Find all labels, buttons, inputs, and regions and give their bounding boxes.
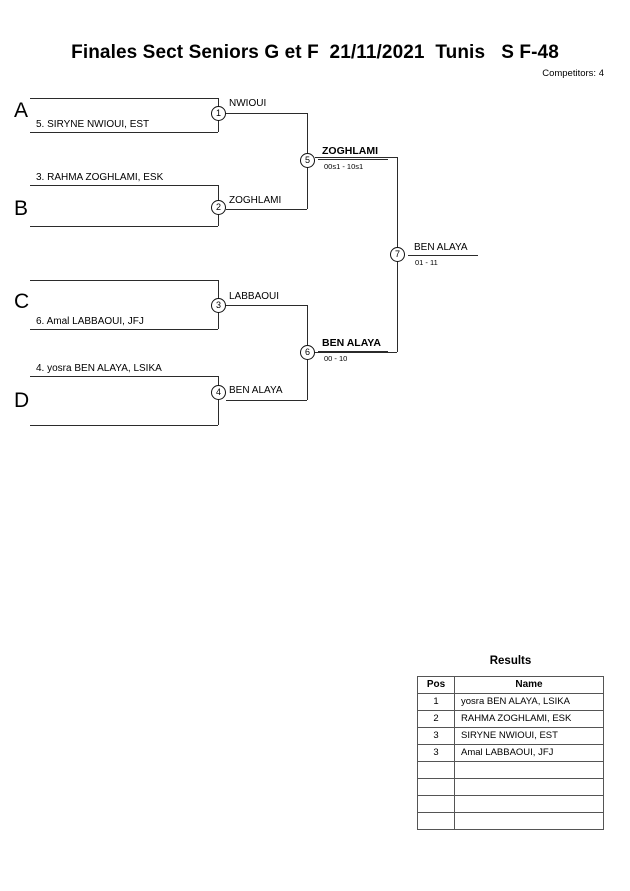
results-cell-pos: 3 — [417, 744, 455, 762]
match-score-6: 00 - 10 — [324, 354, 348, 363]
results-cell-name — [454, 761, 604, 779]
results-cell-name — [454, 795, 604, 813]
match-number-5[interactable]: 5 — [300, 153, 315, 168]
bracket-line-a-top — [30, 98, 218, 99]
group-letter-a: A — [14, 99, 29, 122]
results-cell-name: yosra BEN ALAYA, LSIKA — [454, 693, 604, 711]
results-cell-pos: 1 — [417, 693, 455, 711]
results-cell-pos — [417, 761, 455, 779]
match-winner-7: BEN ALAYA — [414, 242, 468, 253]
results-cell-pos: 2 — [417, 710, 455, 728]
match-number-1[interactable]: 1 — [211, 106, 226, 121]
results-cell-pos: 3 — [417, 727, 455, 745]
round3-line-7-bottom — [315, 352, 397, 353]
bracket-line-d-bottom — [30, 425, 218, 426]
round2-line-6-top — [226, 305, 307, 306]
match-score-5: 00s1 - 10s1 — [324, 162, 364, 171]
bracket-connector-d — [218, 376, 219, 425]
results-col-name: Name — [454, 676, 604, 694]
table-row — [417, 761, 604, 779]
results-col-pos: Pos — [417, 676, 455, 694]
match-7-underline — [408, 255, 478, 256]
match-number-2[interactable]: 2 — [211, 200, 226, 215]
entrant-d: 4. yosra BEN ALAYA, LSIKA — [36, 363, 162, 374]
page-title: Finales Sect Seniors G et F 21/11/2021 T… — [71, 42, 559, 63]
table-row — [417, 795, 604, 813]
results-cell-name — [454, 778, 604, 796]
entrant-c: 6. Amal LABBAOUI, JFJ — [36, 316, 144, 327]
bracket-line-b-bottom — [30, 226, 218, 227]
results-cell-pos — [417, 795, 455, 813]
table-row — [417, 812, 604, 830]
bracket-line-c-bottom — [30, 329, 218, 330]
bracket-line-d-top — [30, 376, 218, 377]
bracket-line-a-bottom — [30, 132, 218, 133]
entrant-b: 3. RAHMA ZOGHLAMI, ESK — [36, 172, 164, 183]
results-cell-name: RAHMA ZOGHLAMI, ESK — [454, 710, 604, 728]
competitors-count: Competitors: 4 — [542, 68, 604, 79]
match-score-7: 01 - 11 — [415, 258, 438, 267]
round2-line-5-top — [226, 113, 307, 114]
match-winner-4: BEN ALAYA — [229, 385, 283, 396]
bracket-line-b-top — [30, 185, 218, 186]
group-letter-c: C — [14, 290, 30, 313]
results-cell-name: SIRYNE NWIOUI, EST — [454, 727, 604, 745]
match-winner-2: ZOGHLAMI — [229, 195, 282, 206]
round2-line-5-bottom — [226, 209, 307, 210]
match-number-6[interactable]: 6 — [300, 345, 315, 360]
table-row — [417, 778, 604, 796]
entrant-a: 5. SIRYNE NWIOUI, EST — [36, 119, 150, 130]
match-number-3[interactable]: 3 — [211, 298, 226, 313]
round3-line-7-top — [315, 157, 397, 158]
group-letter-d: D — [14, 389, 30, 412]
match-6-underline — [318, 351, 388, 352]
results-title: Results — [489, 655, 532, 667]
match-number-7[interactable]: 7 — [390, 247, 405, 262]
results-cell-name: Amal LABBAOUI, JFJ — [454, 744, 604, 762]
results-cell-pos — [417, 778, 455, 796]
bracket-line-c-top — [30, 280, 218, 281]
match-winner-1: NWIOUI — [229, 98, 267, 109]
group-letter-b: B — [14, 197, 29, 220]
results-header-row: Pos Name — [417, 676, 604, 694]
match-5-underline — [318, 159, 388, 160]
match-number-4[interactable]: 4 — [211, 385, 226, 400]
round2-line-6-bottom — [226, 400, 307, 401]
match-winner-3: LABBAOUI — [229, 291, 280, 302]
results-cell-pos — [417, 812, 455, 830]
match-winner-5: ZOGHLAMI — [322, 145, 378, 157]
results-cell-name — [454, 812, 604, 830]
match-winner-6: BEN ALAYA — [322, 337, 381, 349]
